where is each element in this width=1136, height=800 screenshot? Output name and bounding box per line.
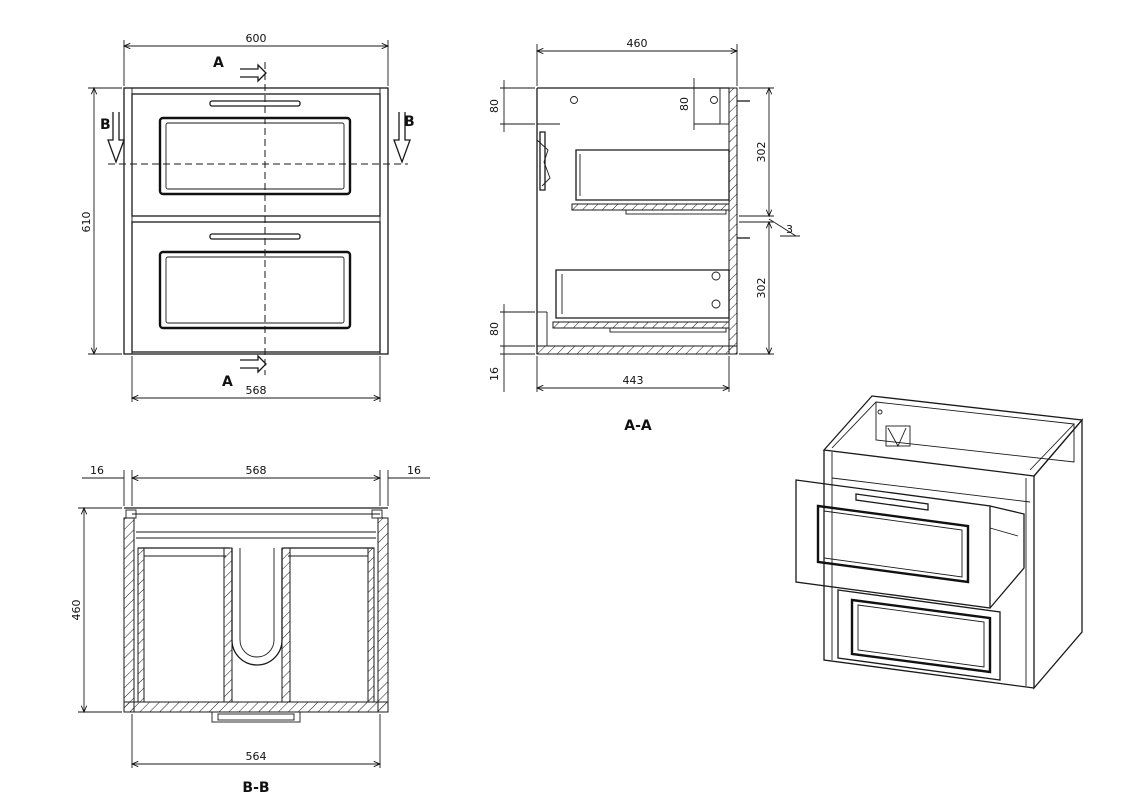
isometric-view <box>795 395 1084 690</box>
front-view: A A B B 600 610 568 <box>80 32 415 402</box>
dim-depth-top: 460 <box>627 37 648 50</box>
iso-upper-drawer-side <box>989 505 1025 609</box>
dim-bottom-width: 564 <box>246 750 267 763</box>
iso-upper-drawer-panel <box>816 504 970 584</box>
cabinet-top <box>822 395 1084 477</box>
back-panel <box>728 87 738 355</box>
siphon-cutout <box>231 548 283 666</box>
section-b-b-view: B-B 16 568 16 460 564 <box>70 464 430 796</box>
section-a-a-dimensions: 460 443 80 80 16 80 <box>488 37 800 392</box>
dim-side-left: 16 <box>90 464 104 477</box>
iso-lower-drawer-front <box>837 589 1001 681</box>
cutout-left-wall <box>223 547 233 703</box>
section-a-arrow-bottom <box>240 354 267 374</box>
upper-drawer-front <box>131 93 381 217</box>
iso-lower-drawer-panel <box>850 598 992 674</box>
lower-drawer-bottom <box>552 321 730 329</box>
dim-gap: 3 <box>786 223 793 236</box>
dim-inner-width: 568 <box>246 464 267 477</box>
lower-drawer-box <box>555 269 730 319</box>
lower-drawer-handle <box>209 233 301 240</box>
upper-drawer-box <box>575 149 730 201</box>
dim-width-bottom: 568 <box>246 384 267 397</box>
section-a-label-bottom: A <box>222 374 233 390</box>
section-b-arrow-left <box>107 112 125 164</box>
left-side-panel <box>123 517 135 713</box>
dim-left-base: 16 <box>488 367 501 381</box>
dim-width-top: 600 <box>246 32 267 45</box>
cabinet-front-edge <box>823 450 1035 689</box>
dim-height: 610 <box>80 212 93 233</box>
upper-drawer-handle <box>209 100 301 107</box>
bb-handle <box>211 711 301 723</box>
lower-drawer-panel <box>158 250 352 330</box>
dim-left-bottom: 80 <box>488 322 501 336</box>
section-b-arrow-right <box>393 112 411 164</box>
dim-side-right: 16 <box>407 464 421 477</box>
section-b-label-right: B <box>404 114 415 130</box>
dim-depth-bb: 460 <box>70 600 83 621</box>
bottom-panel-bb <box>123 701 389 713</box>
upper-drawer-panel <box>158 116 352 196</box>
dim-inner-top: 80 <box>678 97 691 111</box>
right-side-panel <box>377 517 389 713</box>
cabinet-right-side <box>1033 418 1083 690</box>
bottom-panel <box>536 345 738 355</box>
dim-right-lower: 302 <box>755 278 768 299</box>
cutout-right-wall <box>281 547 291 703</box>
upper-drawer-bottom <box>571 203 730 211</box>
dim-depth-bottom: 443 <box>623 374 644 387</box>
iso-upper-drawer-handle <box>855 493 929 511</box>
section-b-label-left: B <box>100 117 111 133</box>
front-dimensions: 600 610 568 <box>80 32 388 402</box>
section-a-a-title: A-A <box>624 418 652 434</box>
front-bracket <box>539 131 546 191</box>
section-a-a-view: A-A 460 443 80 80 16 <box>488 37 800 434</box>
section-a-arrow-top <box>240 63 267 83</box>
section-a-label-top: A <box>213 55 224 71</box>
lower-drawer-front <box>131 221 381 353</box>
dim-left-top: 80 <box>488 99 501 113</box>
section-b-b-dimensions: 16 568 16 460 564 <box>70 464 430 768</box>
section-b-b-title: B-B <box>242 780 269 796</box>
cabinet-outline <box>123 87 389 355</box>
dim-right-upper: 302 <box>755 142 768 163</box>
